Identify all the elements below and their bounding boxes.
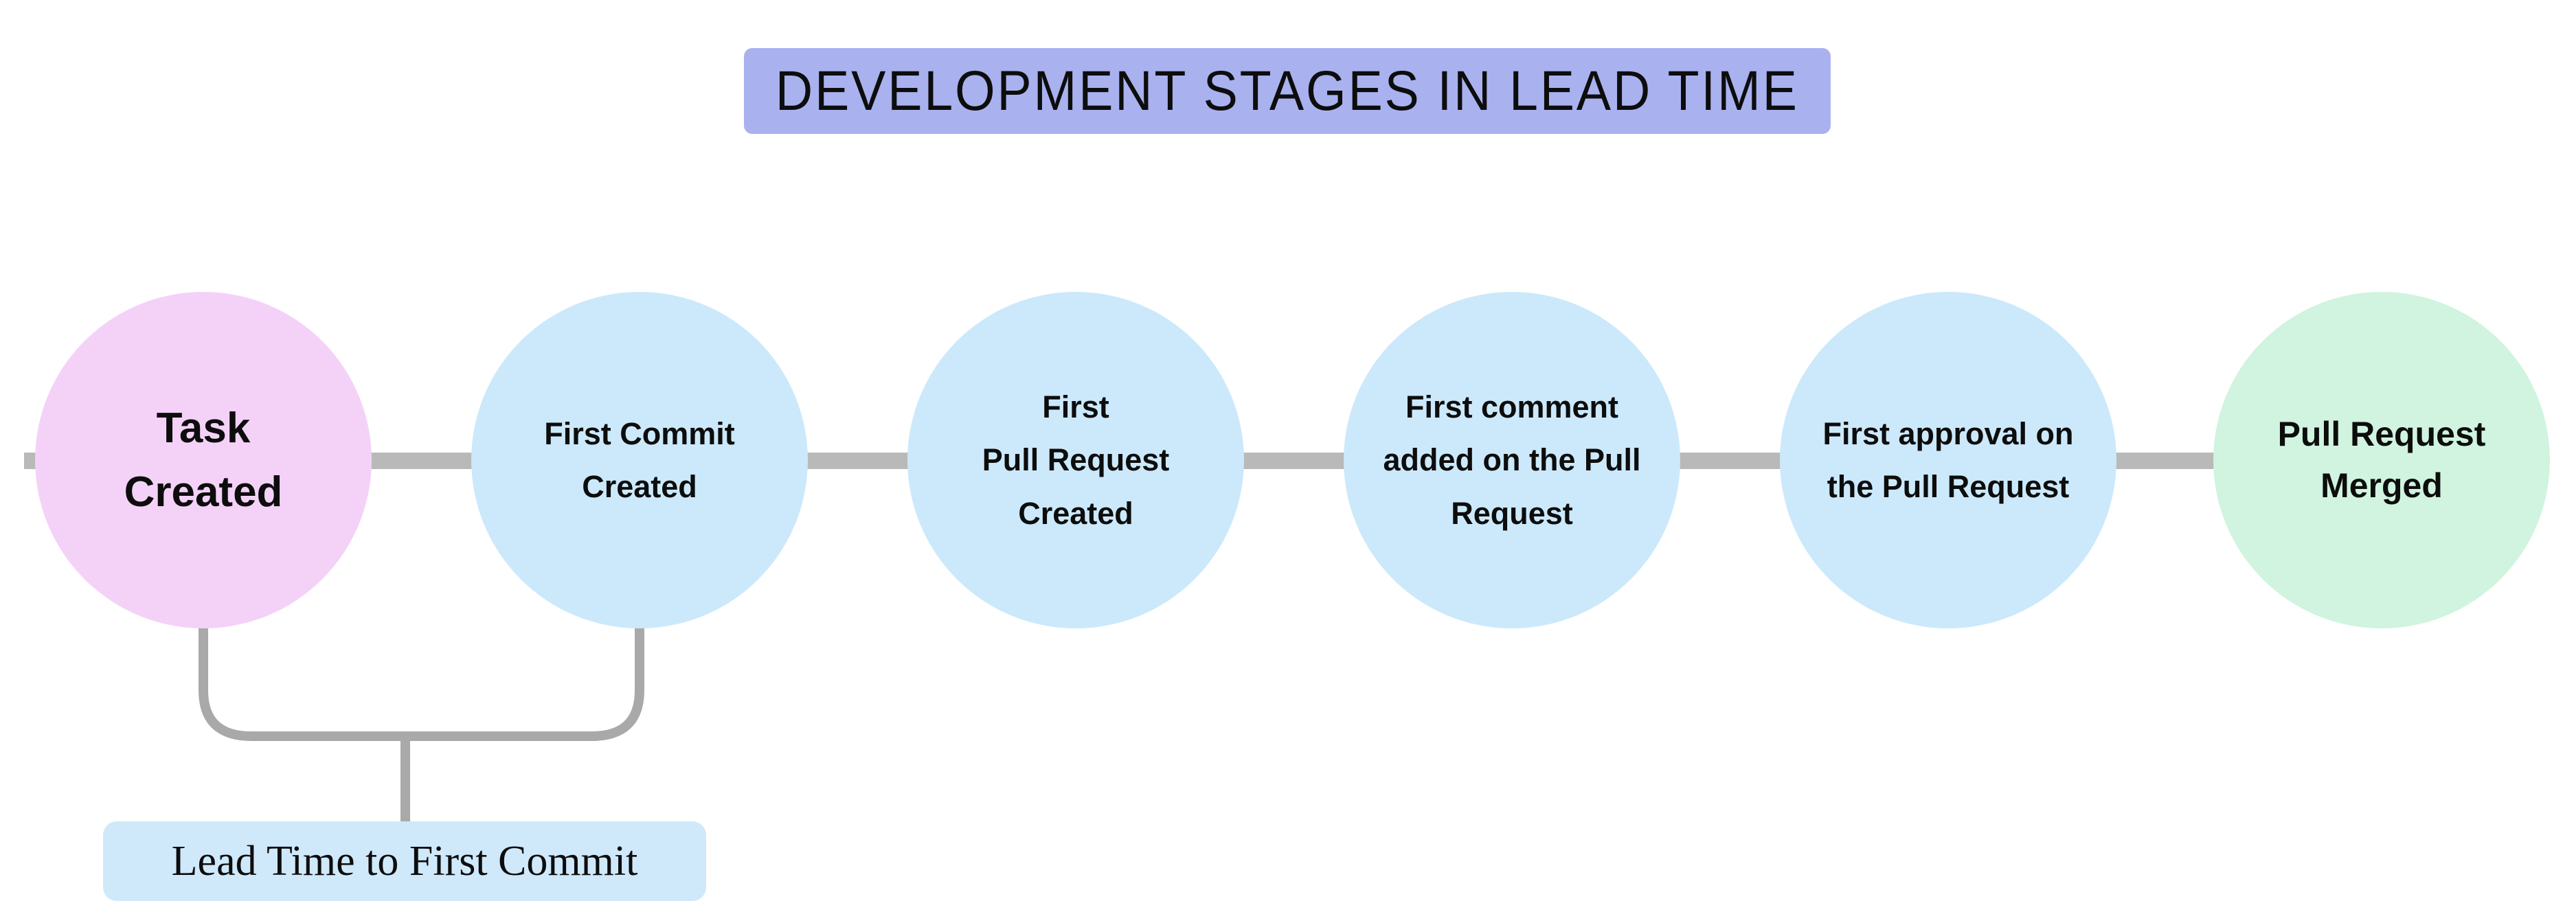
annotation-label: Lead Time to First Commit — [171, 837, 638, 885]
stage-label: First Pull Request Created — [982, 389, 1170, 531]
stage-first-commit-created: First Commit Created — [471, 292, 808, 628]
stage-label: First approval on the Pull Request — [1822, 415, 2074, 504]
title-badge: DEVELOPMENT STAGES IN LEAD TIME — [744, 48, 1831, 134]
stage-label: First Commit Created — [544, 415, 735, 504]
stage-label: Task Created — [124, 404, 283, 516]
stage-first-pull-request-created: First Pull Request Created — [907, 292, 1244, 628]
bracket-path — [199, 611, 644, 824]
stage-label: First comment added on the Pull Request — [1383, 389, 1641, 531]
stage-label: Pull Request Merged — [2277, 415, 2486, 505]
stage-first-approval: First approval on the Pull Request — [1780, 292, 2116, 628]
stage-task-created: Task Created — [35, 292, 372, 628]
page-title: DEVELOPMENT STAGES IN LEAD TIME — [776, 59, 1799, 122]
stage-first-comment-added: First comment added on the Pull Request — [1344, 292, 1680, 628]
stage-pull-request-merged: Pull Request Merged — [2213, 292, 2550, 628]
lead-time-annotation: Lead Time to First Commit — [103, 821, 706, 901]
